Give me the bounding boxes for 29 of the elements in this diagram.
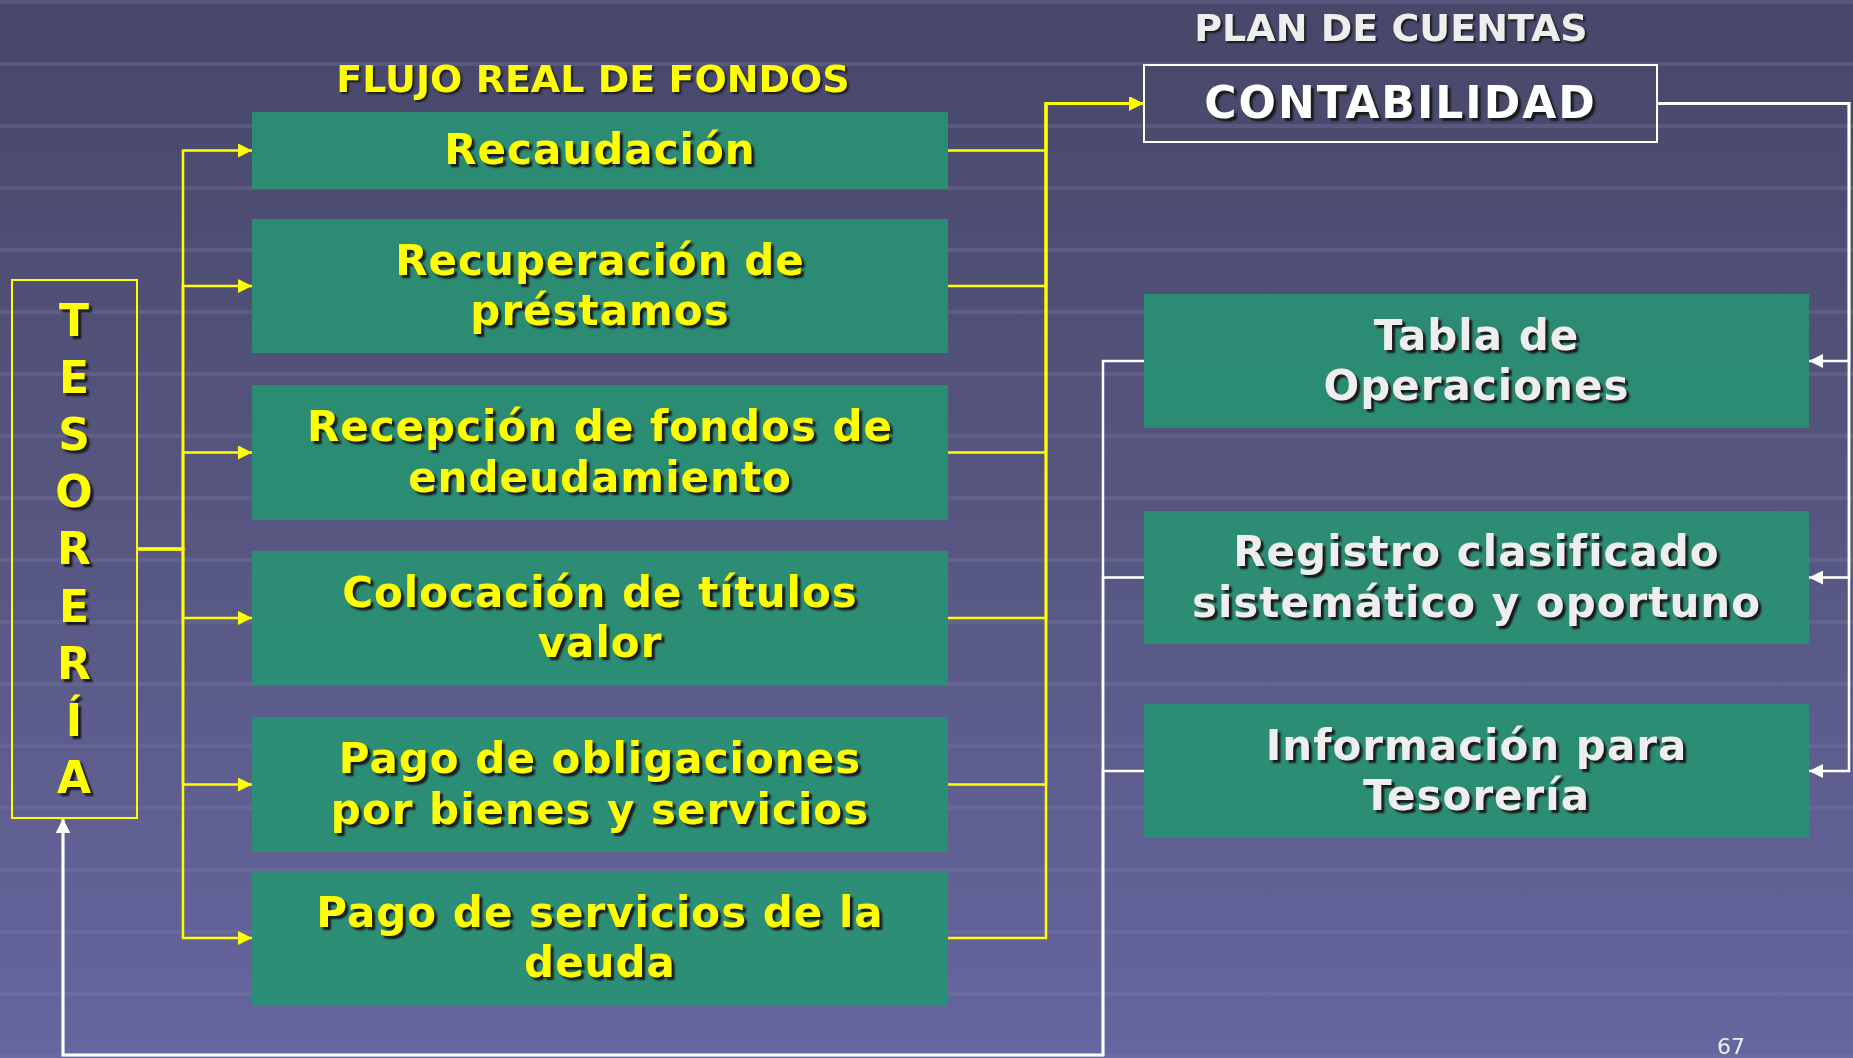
- process-box: [252, 385, 948, 520]
- process-box: [1144, 511, 1809, 644]
- connector-arrow: [138, 547, 252, 945]
- box-label: Recuperación de préstamos: [394, 235, 806, 337]
- box-label: Registro clasificado sistemático y oportuno: [1190, 527, 1763, 628]
- process-box: [252, 112, 948, 189]
- box-label: Pago de servicios de la deuda: [315, 887, 885, 989]
- process-box: [1144, 294, 1809, 428]
- box-label: CONTABILIDAD: [1203, 77, 1598, 130]
- vertical-label-box: [11, 279, 138, 819]
- process-box: [252, 717, 948, 852]
- box-label: Recaudación: [443, 125, 757, 176]
- box-label: Colocación de títulos valor: [341, 567, 859, 669]
- box-label: Pago de obligaciones por bienes y servicios: [329, 734, 871, 835]
- process-box: [252, 871, 948, 1005]
- outlined-box: [1143, 64, 1658, 143]
- connector-arrow: [948, 96, 1143, 940]
- process-box: [252, 219, 948, 353]
- process-box: [1144, 704, 1809, 838]
- box-label: Recepción de fondos de endeudamiento: [305, 402, 895, 503]
- box-label: Información para Tesorería: [1264, 720, 1689, 822]
- box-label: Tabla de Operaciones: [1322, 310, 1631, 412]
- connector-arrow: [56, 769, 1144, 1057]
- connector-arrow: [1658, 102, 1851, 778]
- vertical-label: TESORERÍA: [54, 293, 95, 806]
- heading: FLUJO REAL DE FONDOS: [336, 57, 850, 101]
- page-number: 67: [1717, 1033, 1745, 1058]
- process-box: [252, 551, 948, 685]
- heading: PLAN DE CUENTAS: [1194, 6, 1588, 50]
